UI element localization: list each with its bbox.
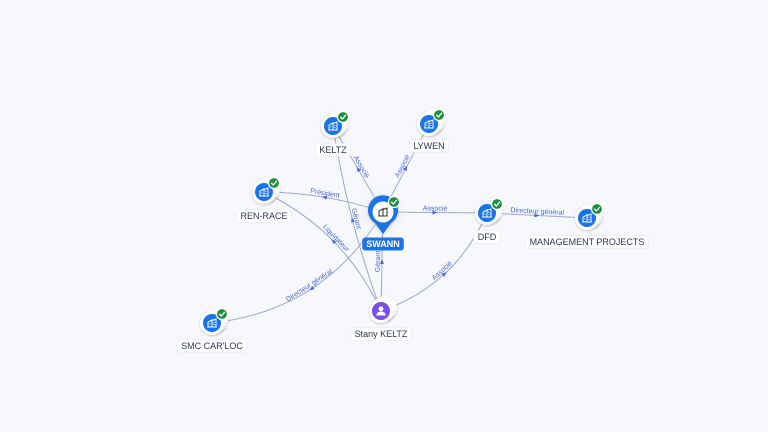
verified-check-icon [387,195,401,209]
building-icon [582,213,592,223]
verified-check-icon [490,197,504,211]
node-label: LYWEN [413,141,444,151]
node-label-bg [473,230,501,244]
edge-arrow [321,195,328,200]
edge-label: Associé [431,260,454,282]
edge-arrow [432,210,438,215]
node-swann[interactable]: SWANN [359,188,407,251]
node-label: DFD [478,232,497,242]
edge-label: Directeur général [510,207,564,217]
building-icon [207,318,217,328]
building-icon [259,187,269,197]
node-dfd[interactable]: DFD [473,197,504,244]
edge-label: Liquidateur [321,224,351,254]
node-label-bg [350,327,412,341]
node-label-bg [362,237,404,251]
building-icon [328,121,338,131]
node-lywen[interactable]: LYWEN [409,108,449,153]
verified-check-icon [215,307,229,321]
verified-check-icon [267,176,281,190]
node-label: SMC CAR'LOC [181,341,243,351]
edge-label: Président [310,188,340,200]
verified-check-icon [432,108,446,122]
building-icon [378,207,388,217]
building-icon [424,119,434,129]
node-label: KELTZ [319,145,347,155]
node-label-bg [236,209,292,223]
edge-label: Directeur général [285,268,334,303]
node-label: SWANN [366,239,400,249]
building-icon [482,208,492,218]
node-smc[interactable]: SMC CAR'LOC [176,307,248,353]
person-icon [376,306,386,316]
node-label-bg [525,235,649,249]
edge-label: Associé [394,154,412,179]
edge-arrow [403,165,408,172]
node-renrace[interactable]: REN-RACE [236,176,292,223]
edge-arrow [331,239,337,245]
edge-arrow [379,259,384,265]
node-label: MANAGEMENT PROJECTS [530,237,645,247]
node-label: REN-RACE [240,211,287,221]
edge-arrow [534,213,540,218]
edge-arrow [441,271,447,277]
nodes-layer: SWANN KELTZ LYWEN REN-RACE DFD MANAGEMENT PRO… [176,108,649,353]
node-stany[interactable]: Stany KELTZ [350,296,412,341]
node-label-bg [176,339,248,353]
verified-check-icon [590,202,604,216]
edge-label: Associé [423,205,448,212]
node-label-bg [315,143,351,157]
edge-label: Gérant [375,251,382,273]
node-label: Stany KELTZ [355,329,408,339]
node-mgmt[interactable]: MANAGEMENT PROJECTS [525,202,649,249]
node-label-bg [409,139,449,153]
node-keltz[interactable]: KELTZ [315,110,351,157]
verified-check-icon [336,110,350,124]
edge-label: Associé [352,155,370,180]
edge-arrow [351,217,355,223]
edge-arrow [309,285,315,291]
edge-arrow [356,166,361,173]
